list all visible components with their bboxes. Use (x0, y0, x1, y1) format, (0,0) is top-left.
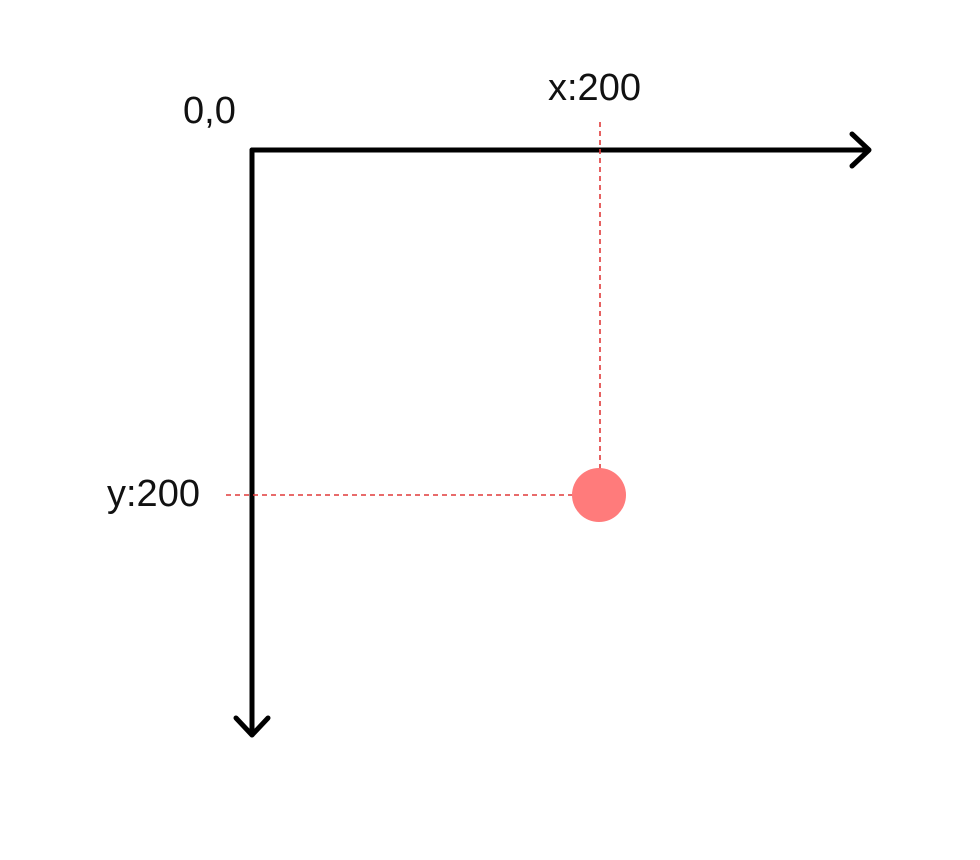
guides (226, 122, 601, 496)
y-axis-arrowhead-icon (233, 715, 271, 738)
point-marker (572, 468, 626, 522)
origin-label: 0,0 (183, 90, 236, 132)
axes (233, 131, 872, 738)
x-coordinate-label: x:200 (548, 67, 641, 109)
y-coordinate-label: y:200 (107, 473, 200, 515)
x-axis-arrowhead-icon (849, 131, 872, 169)
